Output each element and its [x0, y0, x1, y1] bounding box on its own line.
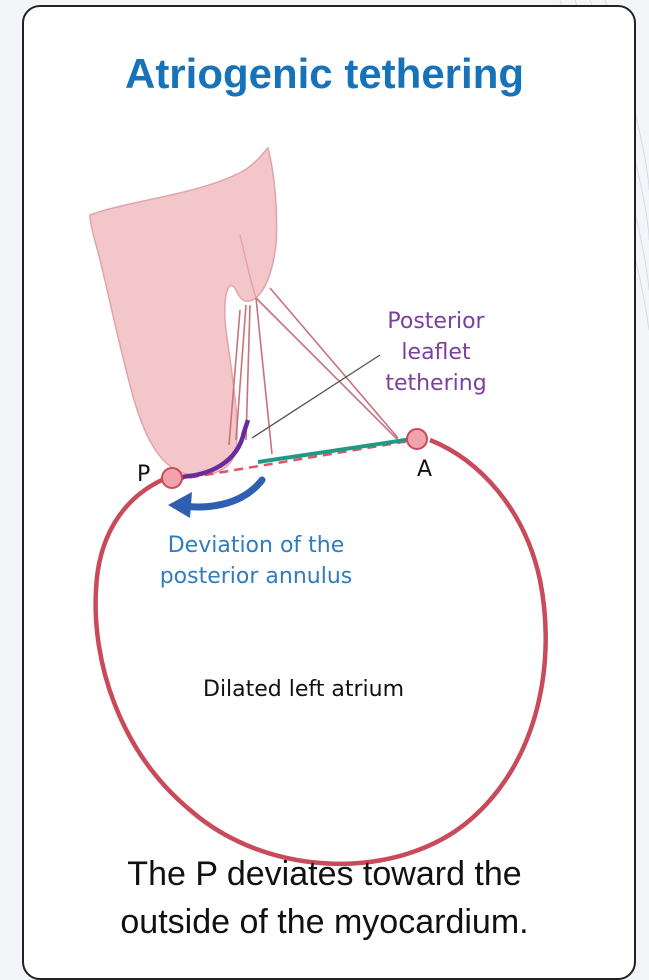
deviation-arrow	[182, 480, 262, 507]
tethering-pointer	[252, 355, 380, 438]
tethering-label-line-2: leaflet	[366, 337, 506, 368]
deviation-label-line-2: posterior annulus	[126, 561, 386, 592]
deviation-arrowhead	[168, 492, 192, 518]
caption-line-1: The P deviates toward the	[0, 850, 649, 898]
atrium-wall	[96, 440, 546, 864]
point-a-label: A	[417, 457, 432, 482]
atrium-label: Dilated left atrium	[203, 677, 404, 702]
deviation-label-line-1: Deviation of the	[126, 530, 386, 561]
posterior-annulus-node	[162, 468, 182, 488]
point-p-label: P	[137, 462, 150, 487]
tethering-label: Posterior leaflet tethering	[366, 306, 506, 399]
anterior-annulus-node	[407, 429, 427, 449]
papillary-muscle	[90, 148, 277, 475]
tethering-label-line-3: tethering	[366, 368, 506, 399]
tethering-label-line-1: Posterior	[366, 306, 506, 337]
caption: The P deviates toward the outside of the…	[0, 850, 649, 946]
anterior-leaflet	[258, 439, 412, 462]
caption-line-2: outside of the myocardium.	[0, 898, 649, 946]
deviation-label: Deviation of the posterior annulus	[126, 530, 386, 592]
